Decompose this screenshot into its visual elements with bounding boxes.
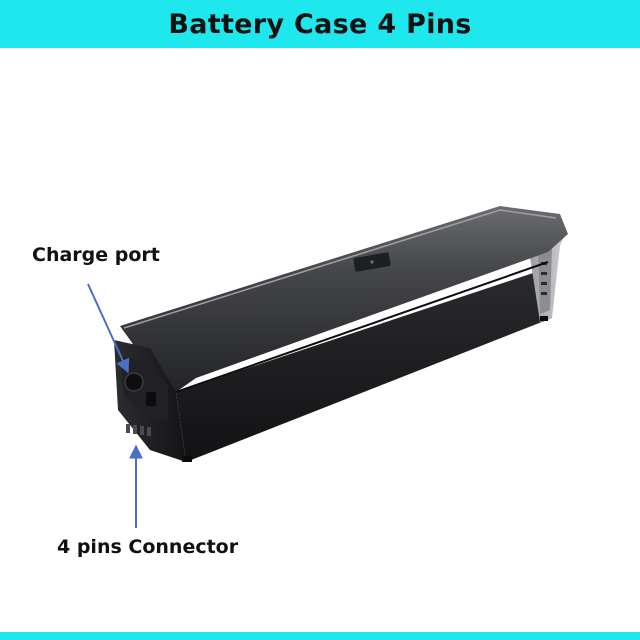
battery-side-face	[176, 268, 552, 462]
four-pin-connector	[126, 424, 151, 436]
charge-port-arrow	[87, 283, 130, 374]
charge-port-socket	[124, 372, 144, 392]
page-title: Battery Case 4 Pins	[168, 8, 472, 40]
bottom-bar	[0, 632, 640, 640]
charge-port-label: Charge port	[32, 244, 160, 266]
title-bar: Battery Case 4 Pins	[0, 0, 640, 48]
connector-label: 4 pins Connector	[57, 536, 239, 558]
battery-top-cover	[120, 206, 568, 392]
